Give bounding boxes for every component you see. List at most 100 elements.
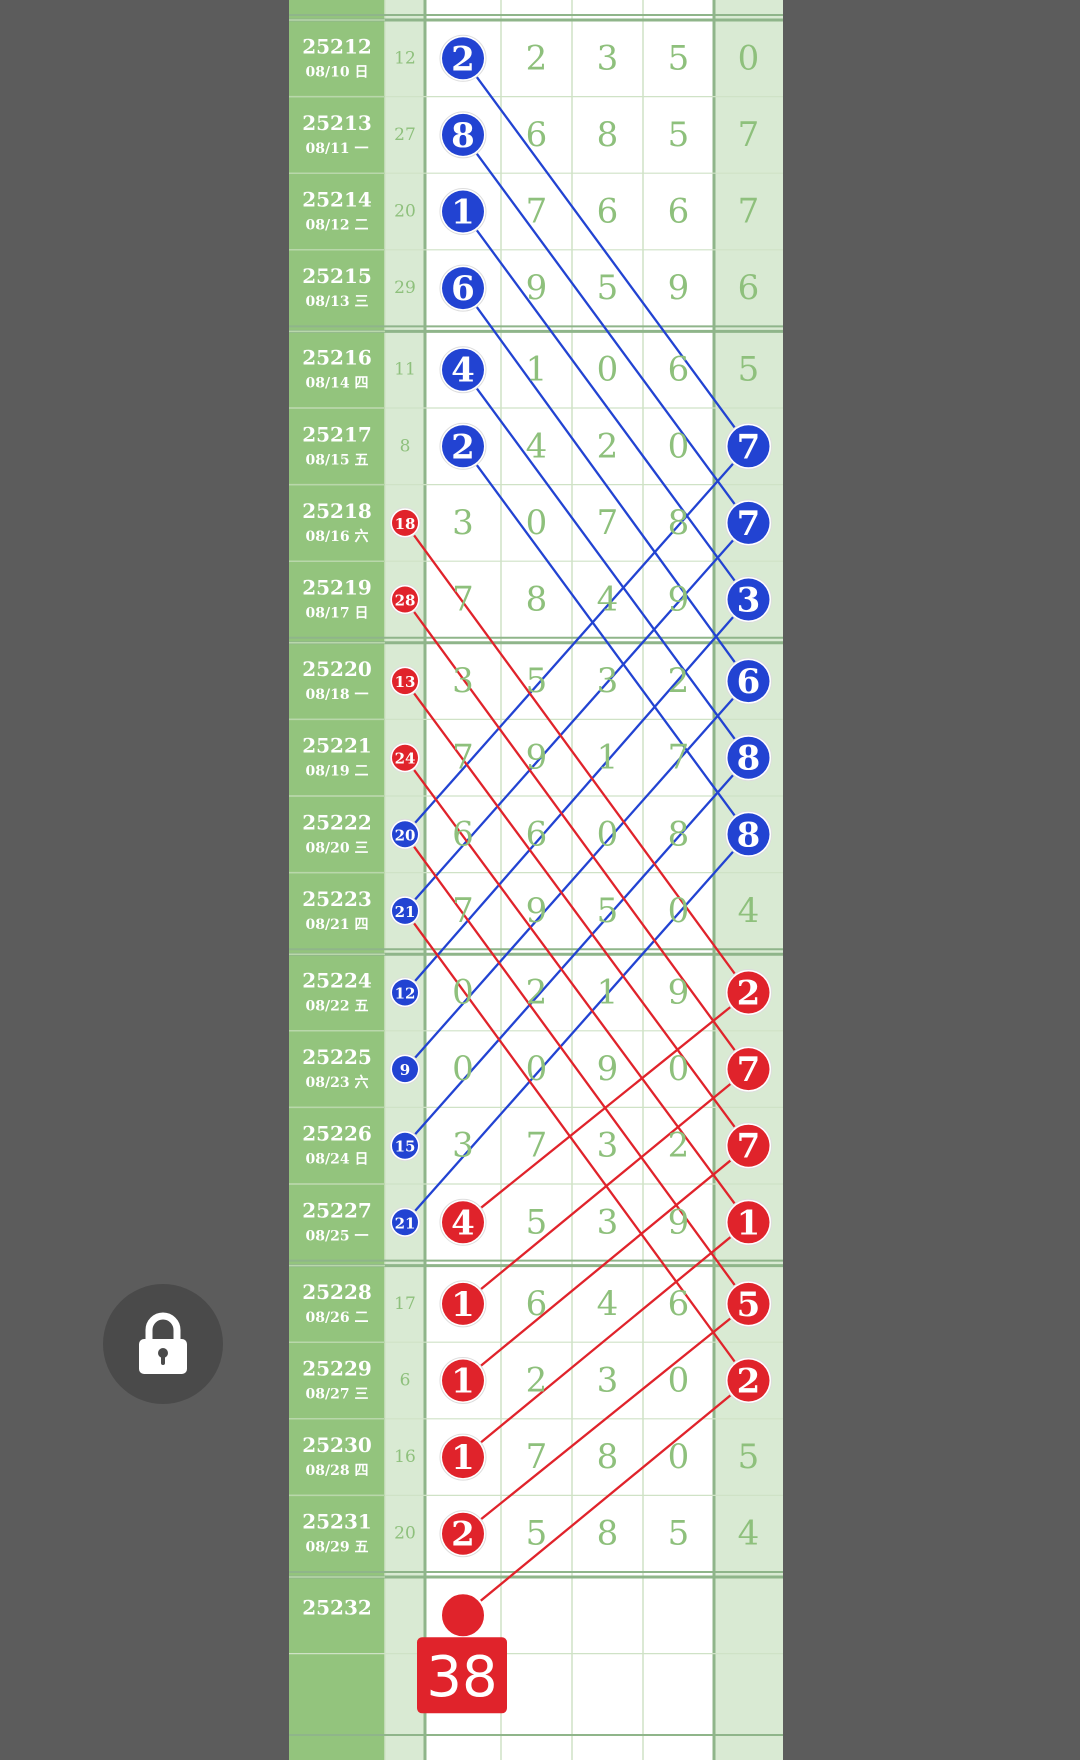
- digit-4: 0: [668, 1361, 690, 1401]
- issue-date: 08/23 六: [306, 1074, 369, 1091]
- first-digit-ball-number: 2: [451, 427, 475, 467]
- issue-number: 25230: [302, 1433, 372, 1457]
- last-digit-ball-number: 7: [737, 427, 761, 467]
- digit-3: 5: [597, 891, 619, 931]
- first-digit: 7: [452, 580, 474, 620]
- issue-date: 08/20 三: [306, 840, 369, 856]
- last-digit: 4: [738, 1514, 760, 1554]
- issue-date: 08/11 一: [306, 141, 369, 157]
- issue-date: 08/27 三: [306, 1387, 369, 1403]
- trend-lines: [404, 57, 750, 1617]
- issue-date: 08/21 四: [306, 917, 369, 933]
- sum-value: 20: [394, 202, 416, 222]
- sum-ball: 20: [389, 818, 421, 850]
- last-digit-ball: 2: [725, 1357, 772, 1404]
- trend-line-blue: [404, 445, 750, 836]
- first-digit-ball-number: 4: [451, 351, 475, 391]
- last-digit: 7: [738, 115, 760, 155]
- trend-line-red: [462, 1379, 750, 1617]
- issue-date: 08/28 四: [306, 1463, 369, 1479]
- digit-2: 7: [526, 1437, 548, 1477]
- last-digit-ball-number: 2: [737, 974, 761, 1014]
- first-digit-ball-circle: [442, 190, 484, 233]
- sum-value: 27: [394, 125, 416, 145]
- trend-line-red: [404, 680, 750, 1147]
- last-digit-ball-number: 5: [737, 1285, 761, 1325]
- digit-3: 6: [597, 192, 619, 232]
- issue-date: 08/26 二: [306, 1310, 369, 1326]
- last-digit-ball-number: 8: [737, 815, 761, 855]
- sum-ball-circle: [392, 1056, 418, 1083]
- digit-4: 6: [668, 350, 690, 390]
- first-digit-ball-number: 2: [451, 39, 475, 79]
- last-digit-ball-circle: [727, 501, 770, 544]
- first-digit: 3: [452, 1126, 474, 1166]
- last-digit-ball-circle: [727, 1359, 770, 1402]
- last-digit: 6: [738, 268, 760, 308]
- sum-column-bg: [385, 0, 425, 1760]
- digit-2: 7: [526, 192, 548, 232]
- trend-line-red: [462, 1221, 750, 1458]
- last-digit-ball-number: 1: [737, 1203, 761, 1243]
- last-digit-ball-circle: [727, 1124, 770, 1167]
- first-digit-ball: 1: [439, 1433, 487, 1481]
- trend-line-red: [462, 1144, 750, 1382]
- issue-date: 08/15 五: [306, 452, 369, 468]
- digit-4: 9: [668, 580, 690, 620]
- digit-3: 3: [597, 38, 619, 78]
- last-digit-ball-circle: [727, 578, 770, 621]
- sum-ball: 13: [389, 665, 421, 697]
- digit-4: 9: [668, 973, 690, 1013]
- last-digit-ball-number: 7: [737, 1127, 761, 1167]
- last-digit-ball: 7: [725, 499, 772, 547]
- first-digit-ball-number: 1: [451, 1362, 475, 1402]
- issue-date: 08/17 日: [306, 606, 369, 622]
- first-digit-ball: 2: [439, 34, 487, 82]
- last-digit-ball: 7: [725, 1045, 772, 1093]
- sum-ball: 18: [389, 507, 421, 539]
- trend-line-blue: [404, 756, 750, 1147]
- next-prediction-ball[interactable]: [440, 1592, 486, 1639]
- issue-number: 25223: [302, 887, 372, 911]
- first-digit-ball: 2: [439, 1510, 487, 1558]
- digit-2: 4: [526, 426, 548, 466]
- digit-3: 2: [597, 426, 619, 466]
- digit-3: 4: [597, 580, 619, 620]
- digit-2: 6: [526, 814, 548, 854]
- last-digit-ball-number: 2: [737, 1362, 761, 1402]
- digit-2: 9: [526, 738, 548, 778]
- digit-4: 0: [668, 426, 690, 466]
- first-digit-ball: 1: [439, 188, 487, 235]
- issue-date: 08/13 三: [306, 294, 369, 310]
- digit-3: 0: [597, 814, 619, 854]
- digit-2: 0: [526, 503, 548, 543]
- trend-line-red: [404, 598, 750, 1070]
- first-digit-ball: 4: [439, 1198, 487, 1246]
- issue-number: 25212: [302, 34, 372, 58]
- digit-2: 6: [526, 1284, 548, 1324]
- last-digit: 7: [738, 192, 760, 232]
- trend-line-blue: [462, 134, 750, 524]
- lock-button[interactable]: [103, 1284, 223, 1404]
- digit-2: 2: [526, 38, 548, 78]
- first-digit-ball-circle: [442, 1512, 484, 1555]
- issue-number: 25216: [302, 346, 372, 370]
- last-digit-ball-number: 3: [737, 581, 761, 621]
- issue-number: 25226: [302, 1122, 372, 1146]
- last-digit-ball-circle: [727, 1048, 770, 1091]
- digit-4: 5: [668, 115, 690, 155]
- trend-line-blue: [404, 598, 750, 994]
- sum-value: 11: [394, 360, 416, 380]
